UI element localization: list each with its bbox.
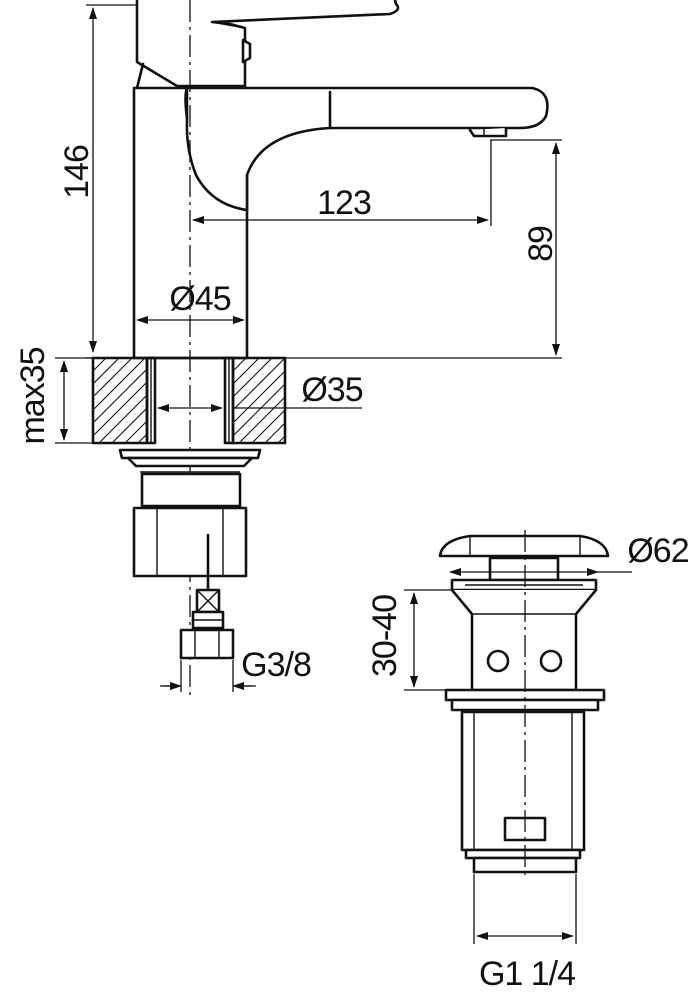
waste-drawing <box>438 530 610 880</box>
hatch-line <box>233 358 273 398</box>
hatch-line <box>93 358 146 411</box>
hatch-line <box>251 409 285 443</box>
dim-123-label: 123 <box>317 184 371 222</box>
hatch-line <box>233 358 285 411</box>
waste-body-upper <box>450 588 598 692</box>
hatch-line <box>369 358 454 443</box>
dim-30-40-label: 30-40 <box>366 595 404 677</box>
dim-146-label: 146 <box>58 145 96 199</box>
hatch-line <box>93 381 147 437</box>
mounting-hardware <box>118 448 262 660</box>
dim-g114-label: G1 1/4 <box>479 955 575 993</box>
overflow-hole-right <box>539 649 563 673</box>
countertop-section <box>91 356 454 445</box>
hatch-line <box>93 368 147 424</box>
dim-d45-label: Ø45 <box>169 280 230 318</box>
hatch-line <box>233 358 260 385</box>
hatch-line <box>238 396 285 443</box>
mounting-nut <box>132 506 248 578</box>
hatch-line <box>124 420 147 443</box>
hatch-line <box>233 383 285 437</box>
hatch-line <box>98 394 147 443</box>
overflow-hole-left <box>486 649 510 673</box>
faucet-dimensions: 146 89 123 Ø45 max35 Ø35 G3/8 <box>14 4 562 692</box>
hatch-line <box>93 358 133 398</box>
faucet-lever <box>135 0 400 88</box>
waste-cap <box>438 534 610 558</box>
waste-dimensions: Ø62 30-40 G1 1/4 <box>366 532 689 993</box>
dim-d62-label: Ø62 <box>627 532 688 570</box>
hatch-line <box>93 358 120 385</box>
hose-connector <box>179 628 235 660</box>
dim-g38-label: G3/8 <box>241 646 311 684</box>
faucet-spout <box>185 86 549 212</box>
hatch-line <box>111 407 147 443</box>
hatch-line <box>164 358 249 443</box>
dim-89-label: 89 <box>522 226 560 262</box>
dim-d35-label: Ø35 <box>301 371 362 409</box>
hatch-line <box>151 358 236 443</box>
hatch-left <box>93 358 249 443</box>
dim-max35-label: max35 <box>14 347 52 444</box>
hatch-line <box>264 422 285 443</box>
hatch-line <box>356 358 441 443</box>
